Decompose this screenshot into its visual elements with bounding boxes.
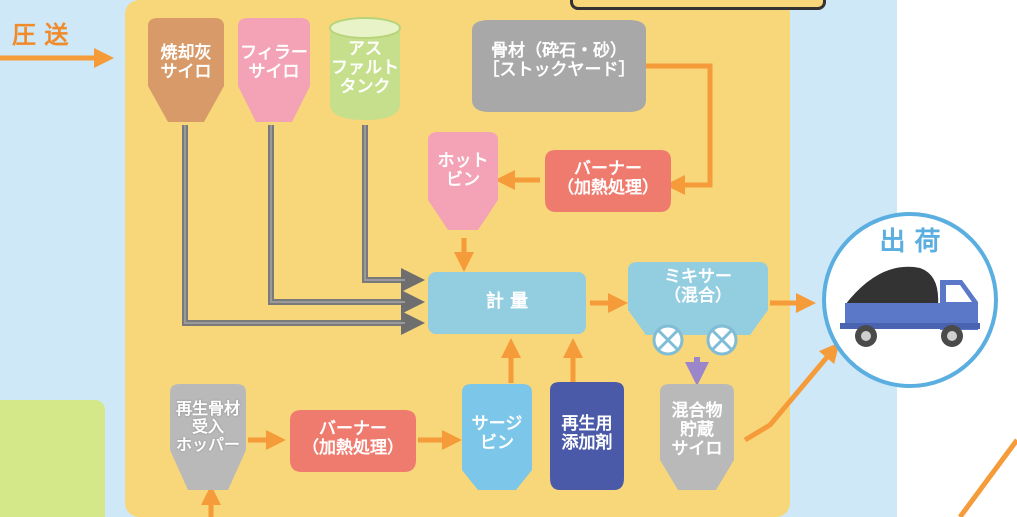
surge-bin-shape xyxy=(462,384,532,490)
outbound-arrow-right xyxy=(957,438,1017,517)
recycled-additive-shape xyxy=(550,382,624,490)
ash-silo-line-1: 焼却灰 xyxy=(160,43,212,63)
weighing-box xyxy=(428,272,586,334)
hot-bin-line-2: ビン xyxy=(446,170,480,191)
recycled-hopper-shape xyxy=(170,384,246,490)
hot-bin-label: ホット ビン xyxy=(428,151,498,191)
dump-truck-icon xyxy=(840,266,980,347)
filler-silo-label: フィラー サイロ xyxy=(234,43,314,83)
top-frame xyxy=(570,0,826,10)
mixer-line-2: （混合） xyxy=(664,286,732,307)
aggregate-label: 骨材（砕石・砂） ［ストックヤード］ xyxy=(472,41,646,81)
ash-silo-shape xyxy=(148,18,224,122)
asphalt-tank-top xyxy=(329,17,401,39)
recycled-additive-line-1: 再生用 xyxy=(561,414,613,434)
surge-bin-line-2: ビン xyxy=(480,433,514,454)
burner-bottom-line-1: バーナー xyxy=(319,419,387,439)
surge-bin-label: サージ ビン xyxy=(462,414,532,454)
surge-bin-line-1: サージ xyxy=(471,414,523,434)
asphalt-tank-line-1: アス xyxy=(348,39,382,59)
recycled-hopper-label: 再生骨材 受入 ホッパー xyxy=(160,400,256,454)
asphalt-tank-line-3: タンク xyxy=(339,77,391,98)
ash-feed-line xyxy=(182,125,425,335)
filler-silo-shape xyxy=(238,18,310,122)
green-panel xyxy=(0,400,105,517)
asphalt-feed-line xyxy=(362,125,425,292)
storage-to-shipping-arrow xyxy=(743,342,840,443)
mixer-shape xyxy=(628,262,768,335)
ash-feed-line-inner xyxy=(184,125,405,324)
asphalt-tank-line-2: ファルト xyxy=(331,58,399,79)
recycled-hopper-line-3: ホッパー xyxy=(175,434,240,454)
recycled-hopper-line-2: 受入 xyxy=(191,416,224,436)
filler-silo-line-2: サイロ xyxy=(248,62,300,83)
ash-silo-label: 焼却灰 サイロ xyxy=(148,43,224,83)
recycled-additive-line-2: 添加剤 xyxy=(561,433,613,454)
aggregate-stockyard-shape xyxy=(472,20,646,112)
hot-bin-line-1: ホット xyxy=(437,151,489,171)
shipping-label: 出 荷 xyxy=(879,227,941,257)
burner-top-shape xyxy=(545,150,671,212)
filler-feed-line-inner xyxy=(270,125,405,303)
filler-feed-line xyxy=(268,125,425,314)
aggregate-line-1: 骨材（砕石・砂） xyxy=(491,41,627,61)
recycled-hopper-line-1: 再生骨材 xyxy=(175,399,240,418)
burner-top-label: バーナー （加熱処理） xyxy=(545,159,671,199)
storage-silo-line-2: 貯蔵 xyxy=(680,420,714,441)
hot-bin-shape xyxy=(428,132,498,230)
burner-top-line-2: （加熱処理） xyxy=(557,178,659,199)
storage-silo-line-3: サイロ xyxy=(671,439,723,460)
mixer-paddle-left-icon xyxy=(652,324,684,356)
inbound-label: 圧 送 xyxy=(12,21,69,49)
asphalt-tank-label: アス ファルト タンク xyxy=(325,39,405,98)
aggregate-line-2: ［ストックヤード］ xyxy=(482,60,636,81)
recycled-additive-label: 再生用 添加剤 xyxy=(550,414,624,454)
burner-bottom-line-2: （加熱処理） xyxy=(302,438,404,459)
aggregate-to-burner-arrow xyxy=(642,63,713,195)
storage-silo-line-1: 混合物 xyxy=(671,401,723,421)
filler-silo-line-1: フィラー xyxy=(240,43,308,63)
burner-bottom-shape xyxy=(290,410,416,472)
mixer-label: ミキサー （混合） xyxy=(628,267,768,307)
mixer-paddle-right-icon xyxy=(706,324,738,356)
storage-silo-label: 混合物 貯蔵 サイロ xyxy=(660,401,734,460)
burner-top-line-1: バーナー xyxy=(574,159,642,179)
mixer-line-1: ミキサー xyxy=(664,267,732,287)
asphalt-tank-shape xyxy=(330,28,400,120)
weighing-label: 計 量 xyxy=(485,291,529,312)
burner-bottom-label: バーナー （加熱処理） xyxy=(290,419,416,459)
ash-silo-line-2: サイロ xyxy=(160,62,212,83)
asphalt-feed-line-inner xyxy=(364,125,405,281)
storage-silo-shape xyxy=(660,384,734,490)
